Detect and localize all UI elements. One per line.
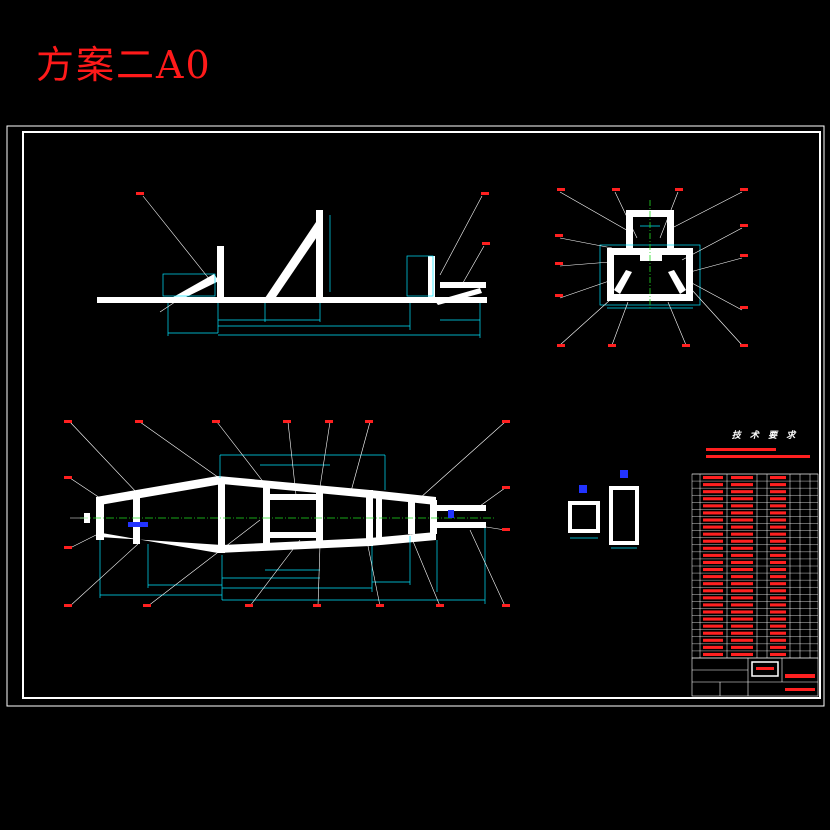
parts-row-entry: [731, 511, 753, 515]
parts-row-entry: [703, 652, 723, 656]
parts-row-entry: [703, 532, 723, 536]
parts-row-entry: [770, 603, 786, 607]
end-view-balloons: [555, 188, 748, 347]
parts-row-entry: [703, 560, 723, 564]
parts-row-entry: [770, 631, 786, 635]
parts-row-entry: [703, 596, 723, 600]
parts-row-entry: [770, 497, 786, 501]
parts-row-entry: [731, 518, 753, 522]
side-view-dimensions: [162, 215, 481, 338]
parts-row-entry: [703, 546, 723, 550]
parts-row-entry: [703, 568, 723, 572]
parts-row-entry: [703, 638, 723, 642]
parts-row-entry: [731, 631, 753, 635]
parts-row-entry: [770, 546, 786, 550]
parts-row-entry: [770, 617, 786, 621]
parts-row-entry: [770, 624, 786, 628]
parts-row-entry: [731, 532, 753, 536]
parts-row-entry: [703, 490, 723, 494]
parts-row-entry: [703, 553, 723, 557]
parts-row-entry: [731, 638, 753, 642]
parts-row-entry: [703, 483, 723, 487]
plan-view-leaders: [69, 421, 506, 607]
parts-row-entry: [703, 525, 723, 529]
parts-row-entry: [770, 652, 786, 656]
parts-row-entry: [731, 575, 753, 579]
parts-row-entry: [770, 539, 786, 543]
sheet-outer-border: [6, 125, 825, 707]
parts-row-entry: [731, 539, 753, 543]
parts-row-entry: [703, 645, 723, 649]
parts-row-entry: [770, 582, 786, 586]
parts-row-entry: [770, 553, 786, 557]
parts-row-entry: [770, 568, 786, 572]
parts-row-entry: [770, 504, 786, 508]
title-block-text: [756, 667, 815, 691]
parts-row-entry: [731, 582, 753, 586]
parts-row-entry: [731, 617, 753, 621]
parts-row-entry: [703, 631, 723, 635]
parts-row-entry: [770, 476, 786, 480]
parts-row-entry: [731, 652, 753, 656]
side-view-leaders: [142, 195, 485, 313]
parts-row-entry: [770, 560, 786, 564]
parts-row-entry: [731, 624, 753, 628]
plan-view-markers: [128, 510, 454, 527]
parts-row-entry: [703, 617, 723, 621]
parts-row-entry: [731, 560, 753, 564]
parts-row-entry: [703, 539, 723, 543]
tech-requirements-title: 技 术 要 求: [731, 431, 799, 441]
parts-row-entry: [731, 546, 753, 550]
parts-row-entry: [770, 589, 786, 593]
plan-view-balloons: [64, 420, 510, 607]
parts-row-entry: [770, 518, 786, 522]
parts-row-entry: [770, 511, 786, 515]
parts-row-entry: [770, 610, 786, 614]
side-view-balloons: [136, 192, 490, 245]
parts-row-entry: [731, 483, 753, 487]
parts-row-entry: [703, 603, 723, 607]
parts-row-entry: [731, 596, 753, 600]
parts-row-entry: [770, 638, 786, 642]
parts-row-entry: [731, 645, 753, 649]
side-elevation-view: [97, 210, 487, 305]
parts-row-entry: [731, 553, 753, 557]
parts-row-entry: [703, 589, 723, 593]
parts-row-entry: [703, 575, 723, 579]
tube-section-details: [568, 470, 639, 549]
parts-row-entry: [731, 504, 753, 508]
parts-row-entry: [703, 518, 723, 522]
parts-row-entry: [770, 532, 786, 536]
title-block: [691, 657, 819, 697]
parts-row-entry: [731, 490, 753, 494]
parts-row-entry: [703, 504, 723, 508]
parts-row-entry: [770, 645, 786, 649]
parts-row-entry: [731, 610, 753, 614]
parts-row-entry: [731, 589, 753, 593]
parts-row-entry: [703, 624, 723, 628]
parts-row-entry: [770, 525, 786, 529]
tech-requirements-notes: [706, 448, 810, 458]
plan-view-dimensions: [99, 454, 486, 604]
parts-row-entry: [731, 568, 753, 572]
parts-row-entry: [703, 610, 723, 614]
parts-row-entry: [731, 476, 753, 480]
parts-row-entry: [703, 476, 723, 480]
parts-row-entry: [703, 511, 723, 515]
end-view-leaders: [559, 191, 743, 346]
parts-row-entry: [731, 603, 753, 607]
parts-row-entry: [731, 497, 753, 501]
parts-row-entry: [770, 490, 786, 494]
parts-row-entry: [770, 483, 786, 487]
drawing-title: 方案二A0: [36, 43, 212, 87]
parts-row-entry: [703, 582, 723, 586]
parts-row-entry: [770, 575, 786, 579]
parts-row-entry: [731, 525, 753, 529]
parts-row-entry: [770, 596, 786, 600]
sheet-inner-border: [22, 131, 821, 699]
parts-row-entry: [703, 497, 723, 501]
parts-list-rows: [692, 473, 818, 656]
top-plan-view: [84, 476, 486, 553]
